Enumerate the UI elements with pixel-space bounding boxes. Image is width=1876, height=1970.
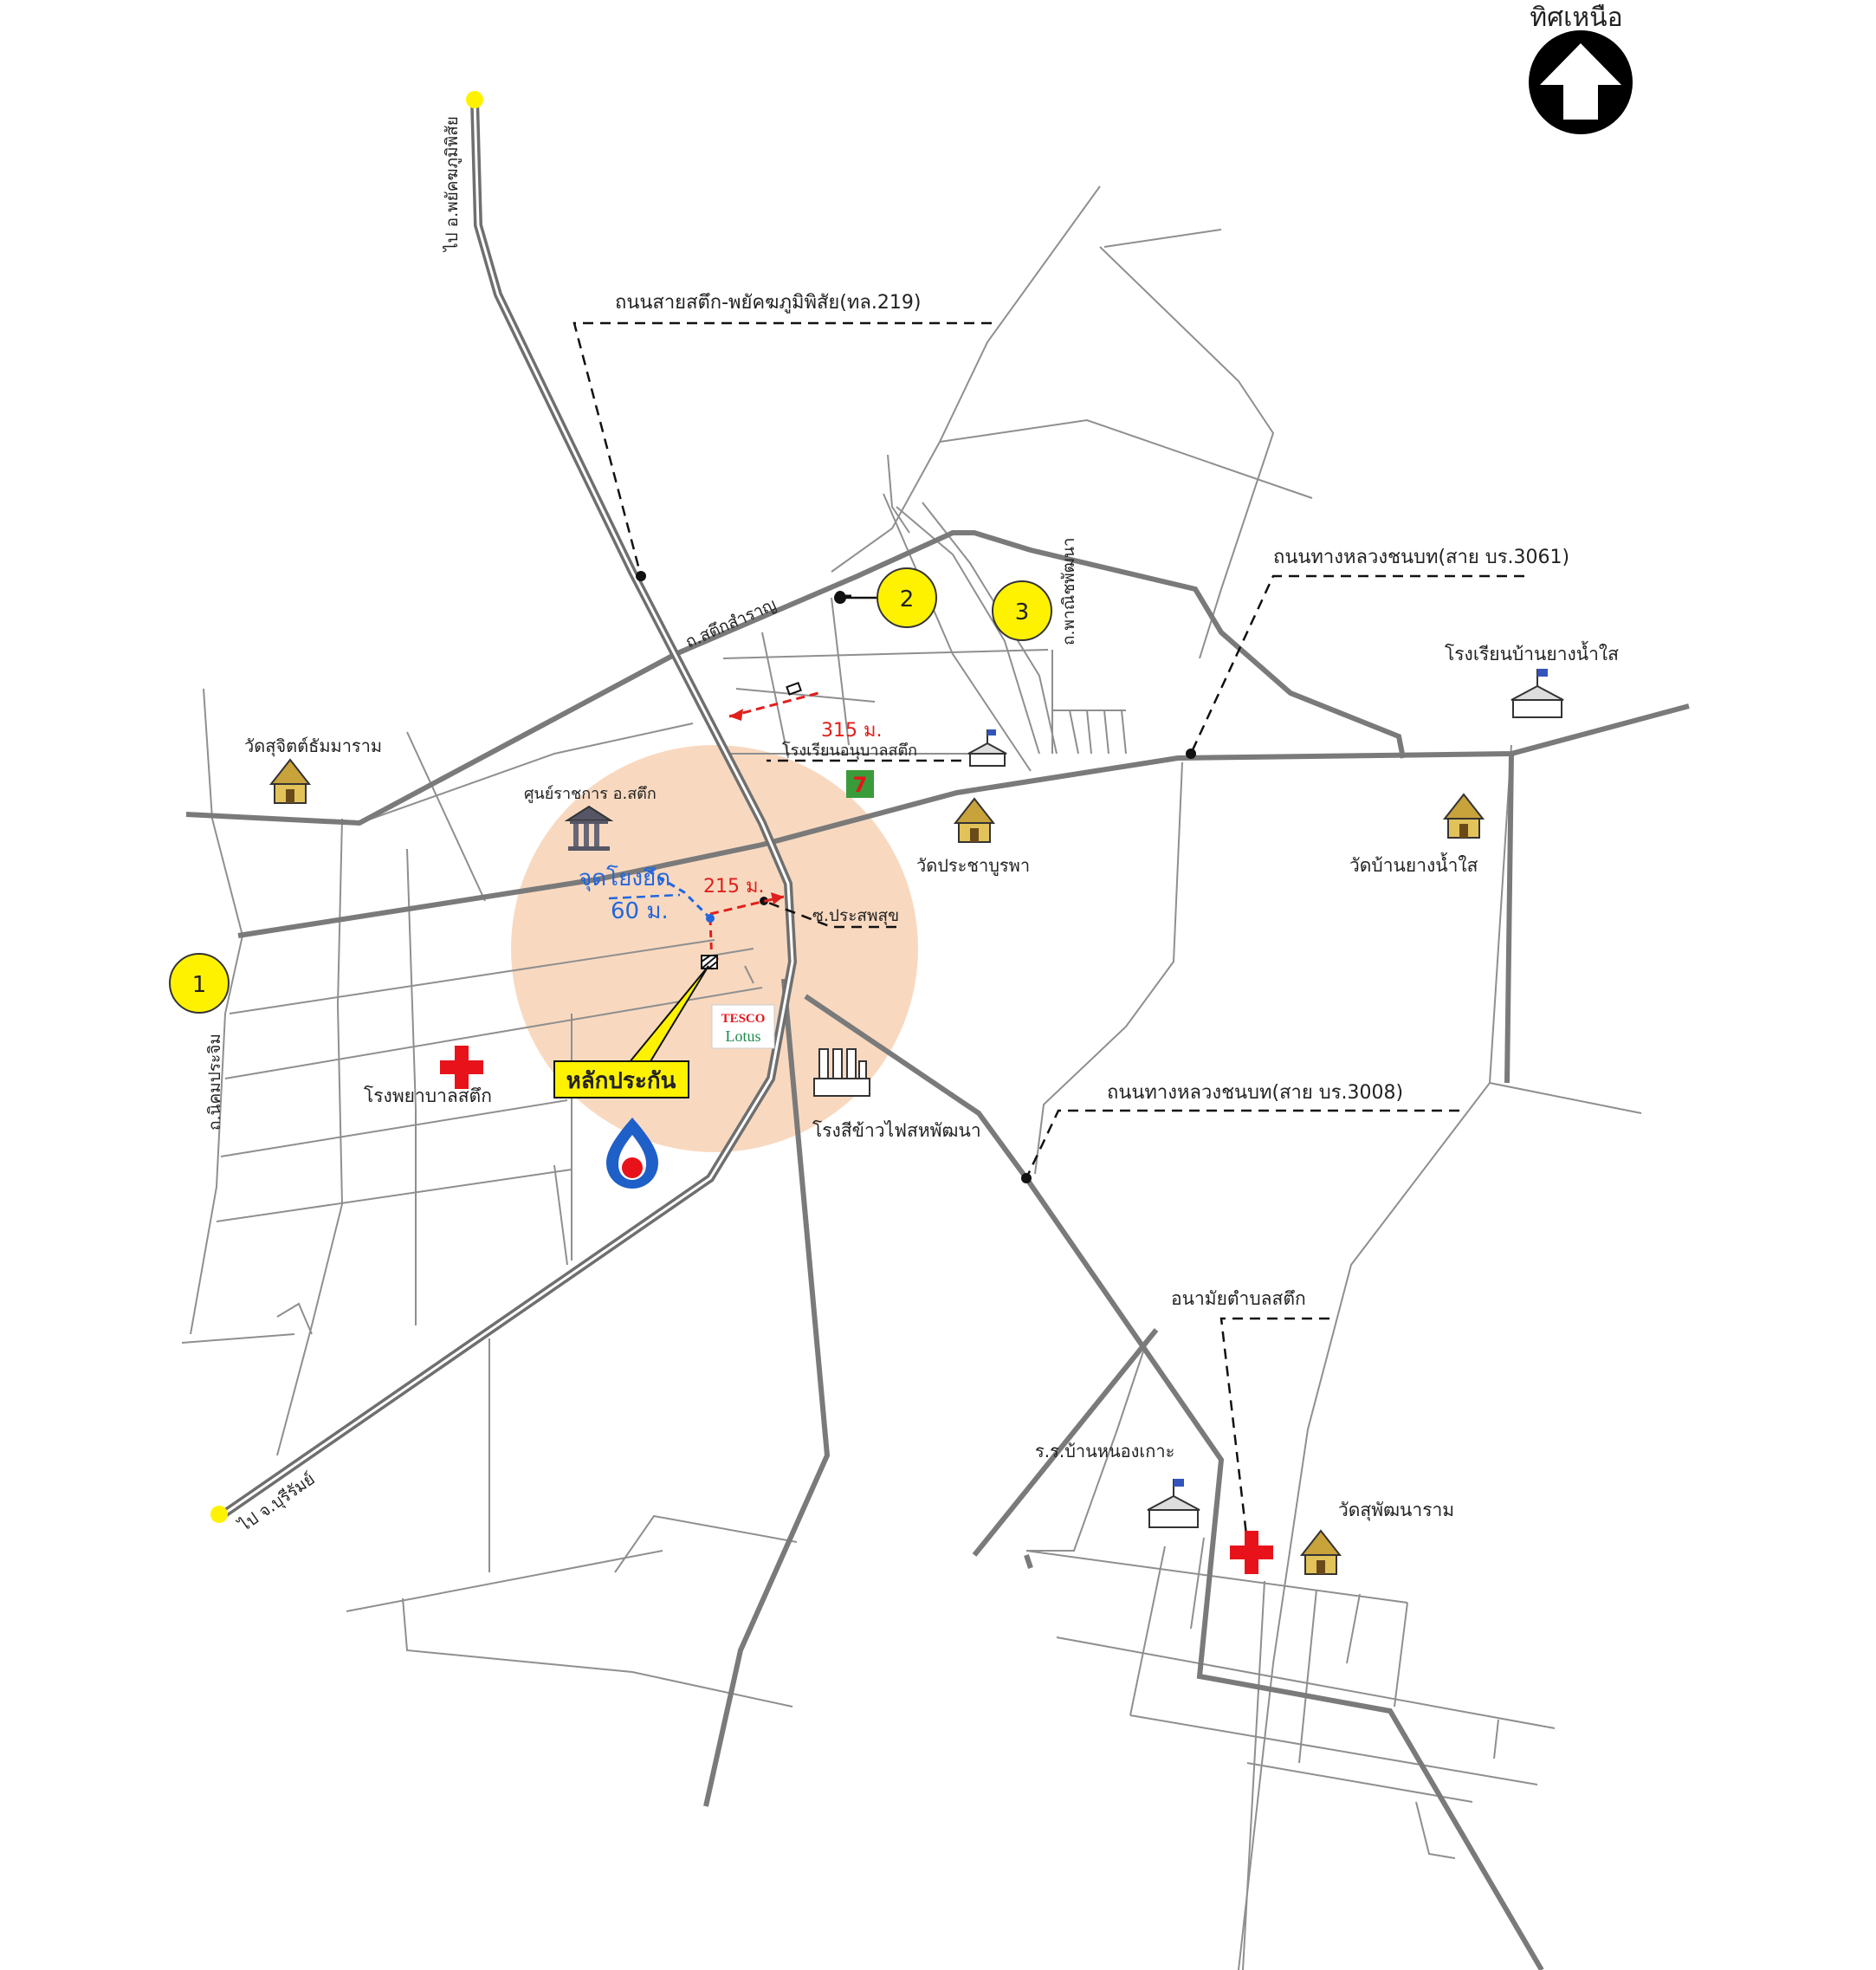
lotus-logo-text: Lotus (725, 1027, 760, 1045)
marker-circle-2: 2 (877, 567, 937, 628)
health-center-cross-icon (1230, 1531, 1273, 1574)
north-label: ทิศเหนือ (1530, 3, 1622, 33)
ref-distance-label: 60 ม. (611, 898, 669, 924)
marker-circle-1-label: 1 (192, 972, 207, 998)
highway-219 (218, 99, 798, 1520)
highway-end-southwest-marker (210, 1506, 228, 1523)
road-label-soi-prasat-suk: ซ.ประสพสุข (812, 906, 899, 926)
road-label-to-phayakkhaphum: ไป อ.พยัคฆภูมิพิสัย (443, 116, 462, 253)
temple-icon (268, 758, 312, 804)
pin-icon (786, 682, 802, 696)
gas-station-icon (606, 1118, 658, 1189)
ref-point-label: จุดโยงยึด (579, 865, 670, 891)
distance-label-215: 215 ม. (703, 876, 764, 898)
government-building-icon (564, 805, 614, 851)
collateral-callout-box (553, 1060, 689, 1098)
tesco-lotus-logo: TESCO Lotus (711, 1004, 775, 1049)
temple-icon (1442, 793, 1485, 839)
temple-icon (1299, 1529, 1342, 1575)
road-label-phanit-phatthana: ถ.พาณิชพัฒนา (1059, 537, 1078, 645)
place-label-hospital: โรงพยาบาลสตึก (364, 1085, 492, 1106)
road-label-219: ถนนสายสตึก-พยัคฆภูมิพิสัย(ทล.219) (615, 292, 921, 314)
place-label-school-nong-ko: ร.ร.บ้านหนองเกาะ (1035, 1441, 1174, 1461)
convenience-store-icon: 7 (846, 770, 874, 798)
school-icon (1147, 1479, 1200, 1528)
major-roads (185, 530, 1690, 1970)
place-label-wat-prachaburapha: วัดประชาบูรพา (916, 855, 1030, 877)
marker-circle-3: 3 (992, 580, 1052, 641)
hospital-cross-icon (440, 1046, 483, 1089)
place-label-wat-yang-nam-sai: วัดบ้านยางน้ำใส (1349, 852, 1478, 876)
place-label-health-center: อนามัยตำบลสตึก (1171, 1288, 1306, 1309)
highway-end-north-marker (466, 91, 483, 108)
road-label-3061: ถนนทางหลวงชนบท(สาย บร.3061) (1273, 547, 1569, 568)
marker-circle-2-label: 2 (900, 586, 915, 612)
collateral-plot-marker (701, 955, 718, 969)
svg-text:7: 7 (853, 773, 868, 797)
road-leaders (573, 321, 1524, 1543)
place-label-district-office: ศูนย์ราชการ อ.สตึก (524, 785, 657, 803)
place-label-rice-mill: โรงสีข้าวไฟสหพัฒนา (812, 1120, 981, 1141)
marker-circle-3-label: 3 (1015, 599, 1030, 625)
school-icon (1511, 669, 1564, 718)
marker-circle-1: 1 (169, 953, 230, 1014)
road-label-3008: ถนนทางหลวงชนบท(สาย บร.3008) (1107, 1082, 1403, 1104)
temple-icon (953, 797, 996, 843)
collateral-label: หลักประกัน (566, 1068, 676, 1094)
place-label-wat-suphatthanaram: วัดสุพัฒนาราม (1338, 1500, 1454, 1521)
place-label-wat-sujit: วัดสุจิตต์ธัมมาราม (244, 736, 382, 757)
road-label-nikhom-prachim: ถ.นิคมประจิม (205, 1034, 224, 1131)
minor-roads (181, 185, 1642, 1970)
place-label-school-yang-nam-sai: โรงเรียนบ้านยางน้ำใส (1445, 641, 1619, 664)
distance-label-315: 315 ม. (821, 720, 882, 742)
north-arrow-icon (1529, 30, 1633, 134)
tesco-logo-text: TESCO (721, 1012, 766, 1026)
place-label-anuban-school: โรงเรียนอนุบาลสตึก (782, 741, 917, 760)
school-icon (967, 729, 1007, 767)
rice-mill-icon (813, 1048, 870, 1097)
highlight-zone (511, 745, 918, 1152)
